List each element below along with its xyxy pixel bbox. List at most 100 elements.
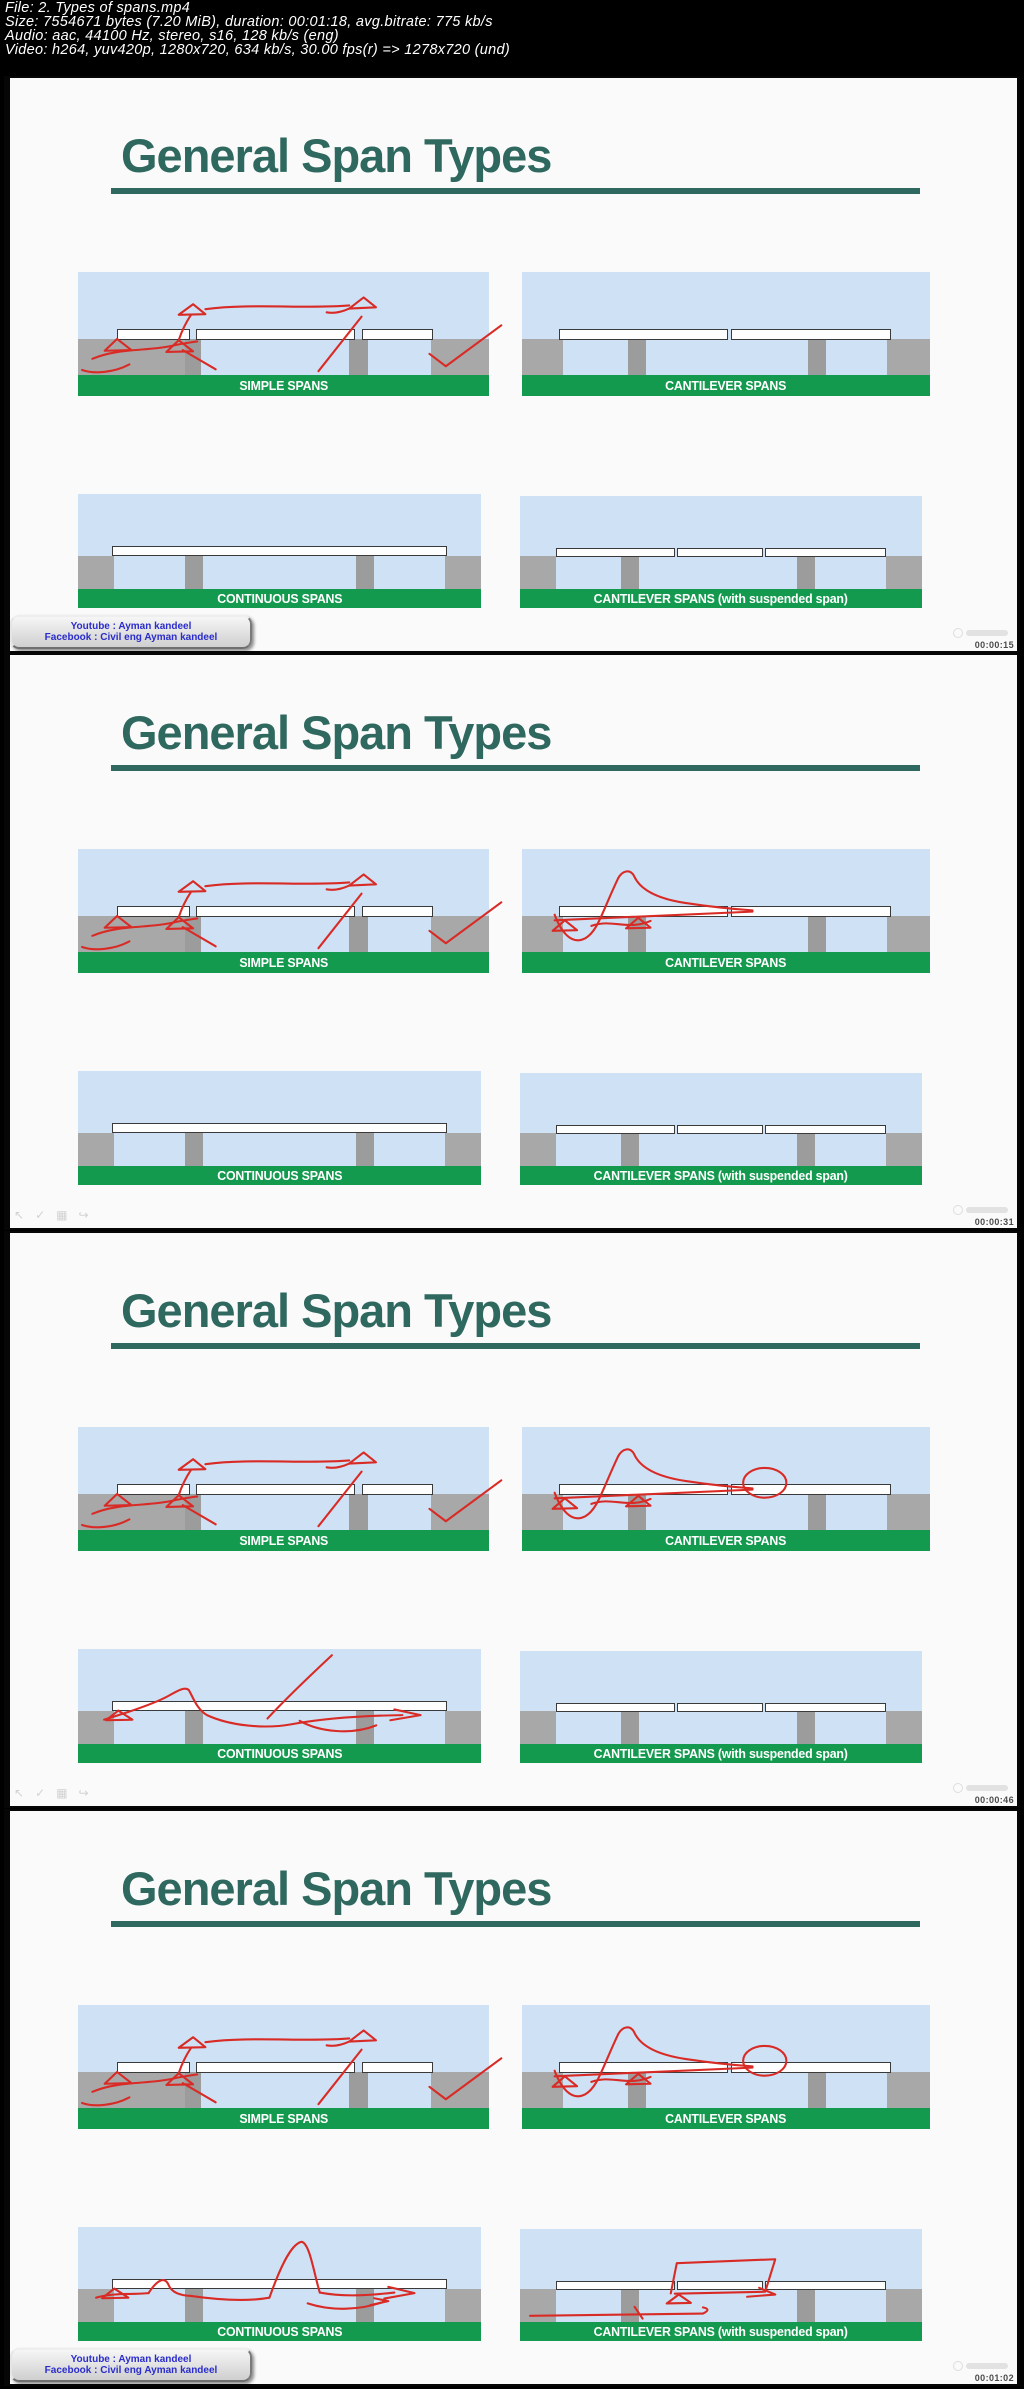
abutment-right xyxy=(444,1132,481,1166)
abutment-right xyxy=(885,1711,922,1744)
diagram-cantilever-spans: CANTILEVER SPANS xyxy=(522,1427,930,1551)
red-annotation-continuous xyxy=(78,1649,481,1763)
title-underline xyxy=(111,1921,920,1927)
beam xyxy=(195,906,355,917)
slide-title: General Span Types xyxy=(121,1862,552,1915)
label-bar: SIMPLE SPANS xyxy=(78,374,489,396)
abutment-left xyxy=(520,1133,557,1166)
diagram-simple-spans: SIMPLE SPANS xyxy=(78,1427,489,1551)
pier xyxy=(356,2288,375,2322)
slide-title: General Span Types xyxy=(121,1284,552,1337)
label-bar: CONTINUOUS SPANS xyxy=(78,2321,481,2341)
beam xyxy=(117,1484,191,1495)
pier xyxy=(356,1132,375,1166)
abutment-left xyxy=(520,556,557,589)
pier xyxy=(184,1710,203,1744)
span-type-label: SIMPLE SPANS xyxy=(239,2110,328,2126)
pier xyxy=(807,2071,826,2108)
span-type-label: SIMPLE SPANS xyxy=(239,1532,328,1548)
red-annotation-deflection-circle xyxy=(522,1427,930,1551)
pier xyxy=(797,2289,816,2322)
title-underline xyxy=(111,1343,920,1349)
abutment-left xyxy=(520,1711,557,1744)
watermark-logo xyxy=(953,1783,1011,1793)
watermark-logo xyxy=(953,2361,1011,2371)
red-annotation-deflection xyxy=(522,849,930,973)
watermark-bar xyxy=(966,1785,1008,1791)
pier xyxy=(356,555,375,589)
beam xyxy=(556,1702,675,1713)
span-type-label: SIMPLE SPANS xyxy=(239,377,328,393)
label-bar: CONTINUOUS SPANS xyxy=(78,1165,481,1185)
abutment-right xyxy=(887,338,930,375)
watermark-circle-icon xyxy=(953,628,963,638)
label-bar: CONTINUOUS SPANS xyxy=(78,588,481,608)
beam xyxy=(556,1124,675,1135)
pier xyxy=(807,1493,826,1530)
annotation-toolbar: ↖ ✓ ▦ ↪ xyxy=(14,1786,89,1800)
span-type-label: CANTILEVER SPANS (with suspended span) xyxy=(593,590,848,606)
pier xyxy=(797,556,816,589)
slides-icon: ▦ xyxy=(56,1786,68,1800)
beam xyxy=(765,2280,886,2291)
abutment-left xyxy=(78,1710,115,1744)
watermark-logo xyxy=(953,628,1011,638)
abutment-right xyxy=(887,2071,930,2108)
pier xyxy=(797,1711,816,1744)
red-annotation-suspended xyxy=(520,2229,922,2341)
beam xyxy=(558,329,729,340)
beam xyxy=(195,2062,355,2073)
red-annotation-continuous xyxy=(78,2227,481,2341)
media-info-audio: Audio: aac, 44100 Hz, stereo, s16, 128 k… xyxy=(5,28,339,45)
media-info-video: Video: h264, yuv420p, 1280x720, 634 kb/s… xyxy=(5,42,511,59)
frame-timestamp: 00:00:15 xyxy=(974,640,1014,650)
beam xyxy=(361,906,433,917)
pier xyxy=(620,556,639,589)
span-type-label: CANTILEVER SPANS xyxy=(665,954,787,970)
abutment-left xyxy=(78,555,115,589)
undo-icon: ↪ xyxy=(78,1786,89,1800)
label-bar: SIMPLE SPANS xyxy=(78,951,489,973)
pier xyxy=(356,1710,375,1744)
check-icon: ✓ xyxy=(35,1208,46,1222)
social-badge: Youtube : Ayman kandeel Facebook : Civil… xyxy=(10,2348,252,2382)
span-type-label: CONTINUOUS SPANS xyxy=(216,1167,343,1183)
beam xyxy=(730,1484,892,1495)
span-type-label: CONTINUOUS SPANS xyxy=(216,2323,343,2339)
pier xyxy=(628,338,647,375)
label-bar: CANTILEVER SPANS xyxy=(522,1529,930,1551)
watermark-bar xyxy=(966,1207,1008,1213)
video-frame-3: General Span Types SIMPLE SPANS xyxy=(4,1231,1020,1808)
label-bar: CANTILEVER SPANS xyxy=(522,951,930,973)
pier xyxy=(797,1133,816,1166)
beam xyxy=(117,2062,191,2073)
abutment-right xyxy=(885,556,922,589)
video-frame-2: General Span Types SIMPLE SPANS xyxy=(4,653,1020,1230)
label-bar: CANTILEVER SPANS (with suspended span) xyxy=(520,1165,922,1185)
check-icon: ✓ xyxy=(35,1786,46,1800)
beam xyxy=(676,1124,764,1135)
beam xyxy=(765,1702,886,1713)
watermark-circle-icon xyxy=(953,1783,963,1793)
red-annotation-deflection-circle xyxy=(522,2005,930,2129)
media-info-header: File: 2. Types of spans.mp4 Size: 755467… xyxy=(0,0,1024,77)
span-type-label: CANTILEVER SPANS (with suspended span) xyxy=(593,2323,848,2339)
abutment-left xyxy=(522,1493,563,1530)
undo-icon: ↪ xyxy=(78,1208,89,1222)
abutment-right xyxy=(444,1710,481,1744)
abutment-left xyxy=(522,915,563,952)
watermark-circle-icon xyxy=(953,2361,963,2371)
pier xyxy=(807,338,826,375)
diagram-continuous-spans: CONTINUOUS SPANS xyxy=(78,2227,481,2341)
abutment-right xyxy=(444,555,481,589)
abutment-left xyxy=(522,2071,563,2108)
cursor-icon: ↖ xyxy=(14,1208,25,1222)
red-annotation-simple xyxy=(78,849,489,973)
beam xyxy=(361,2062,433,2073)
beam xyxy=(112,546,447,557)
diagram-continuous-spans: CONTINUOUS SPANS xyxy=(78,494,481,608)
beam xyxy=(765,1124,886,1135)
social-badge: Youtube : Ayman kandeel Facebook : Civil… xyxy=(10,615,252,649)
beam xyxy=(112,1123,447,1134)
label-bar: CANTILEVER SPANS (with suspended span) xyxy=(520,588,922,608)
